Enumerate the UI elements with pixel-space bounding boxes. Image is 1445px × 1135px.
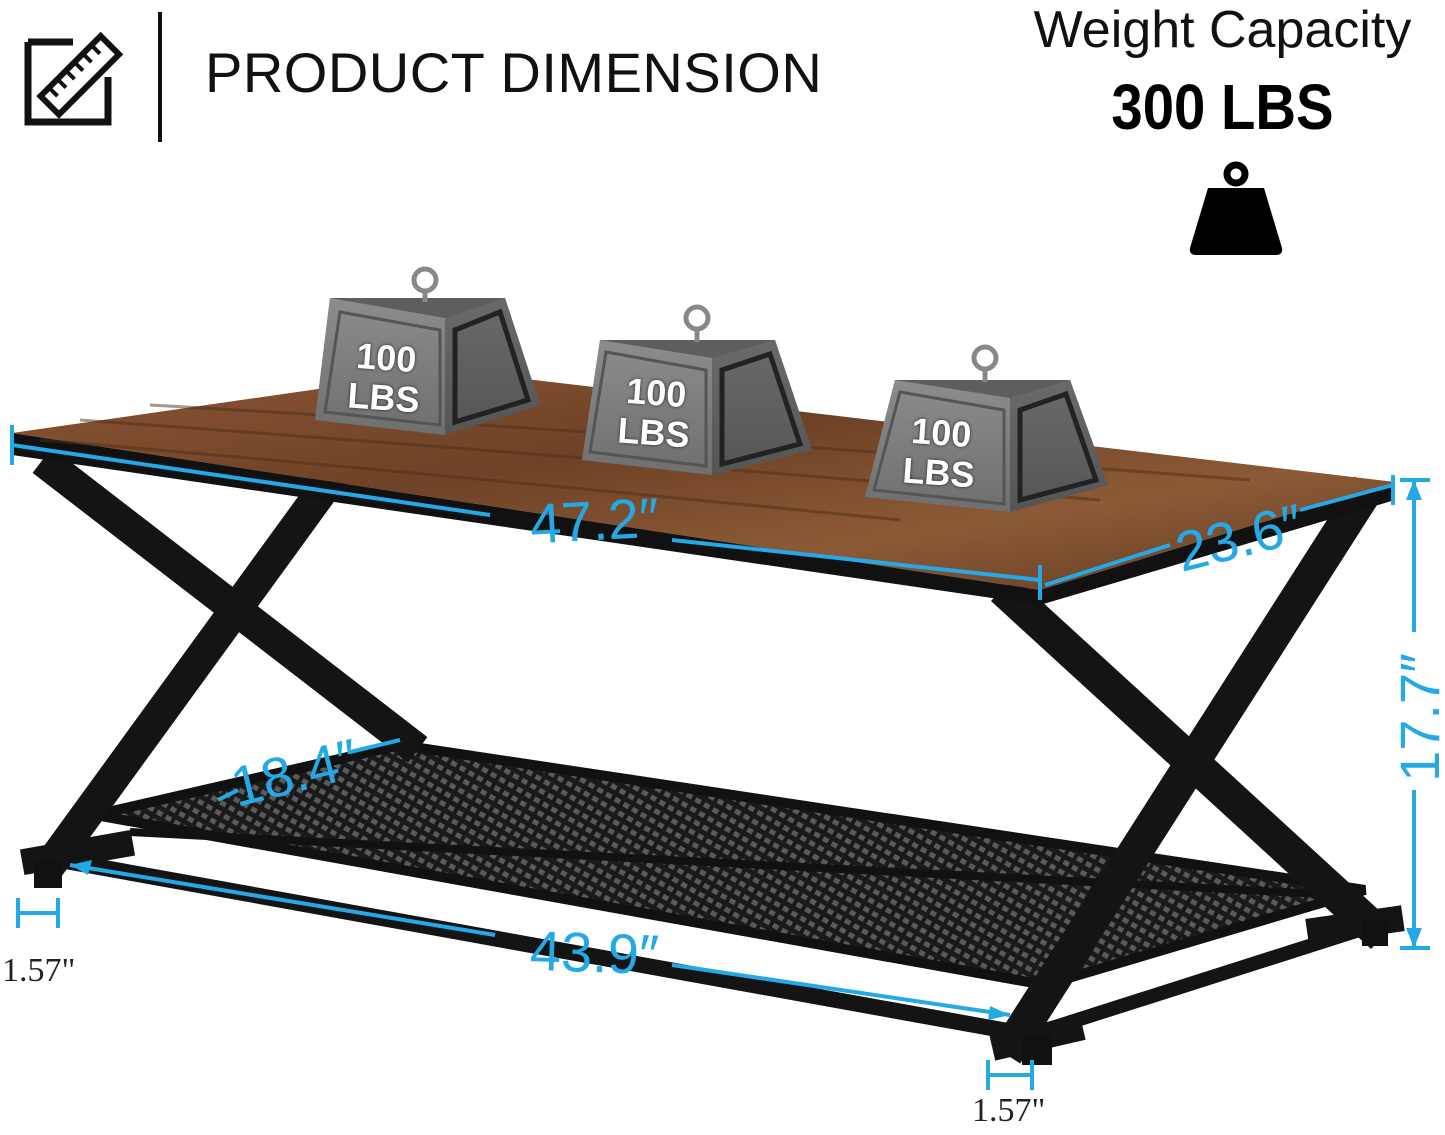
weight-label-1-unit: LBS bbox=[346, 374, 421, 421]
weight-label-3: 100 LBS bbox=[897, 410, 982, 495]
weight-label-3-value: 100 bbox=[910, 410, 973, 456]
weight-label-3-unit: LBS bbox=[901, 449, 976, 496]
weight-label-2-value: 100 bbox=[625, 370, 688, 416]
header-divider bbox=[158, 12, 162, 142]
foot-right-back bbox=[1362, 920, 1388, 946]
leg-width-right-label: 1.57" bbox=[972, 1092, 1046, 1129]
weight-block-2 bbox=[582, 304, 812, 475]
foot-left bbox=[34, 860, 62, 888]
weight-label-2-unit: LBS bbox=[616, 409, 691, 456]
top-length-label: 47.2″ bbox=[528, 485, 661, 556]
wooden-table-top bbox=[12, 370, 1395, 605]
weight-block-1 bbox=[315, 266, 540, 435]
kettlebell-weight-icon bbox=[1189, 161, 1283, 255]
weight-label-1: 100 LBS bbox=[342, 335, 427, 420]
weight-capacity-label: Weight Capacity bbox=[1033, 1, 1412, 59]
base-length-label: 43.9″ bbox=[528, 918, 660, 987]
dimension-lines bbox=[10, 425, 1430, 1090]
weight-label-2: 100 LBS bbox=[612, 370, 697, 455]
weight-label-1-value: 100 bbox=[355, 335, 418, 381]
ruler-notepad-icon bbox=[24, 31, 124, 126]
leg-width-left-label: 1.57" bbox=[2, 952, 76, 989]
page-title: PRODUCT DIMENSION bbox=[205, 41, 823, 104]
foot-right bbox=[1022, 1035, 1052, 1065]
weight-block-3 bbox=[865, 344, 1108, 512]
dimension-arrowheads bbox=[70, 480, 1422, 1020]
weight-capacity-value: 300 LBS bbox=[1111, 71, 1334, 143]
table-frame bbox=[19, 447, 1405, 1064]
height-label: 17.7″ bbox=[1387, 653, 1445, 782]
bottom-mesh-shelf bbox=[93, 739, 1367, 991]
